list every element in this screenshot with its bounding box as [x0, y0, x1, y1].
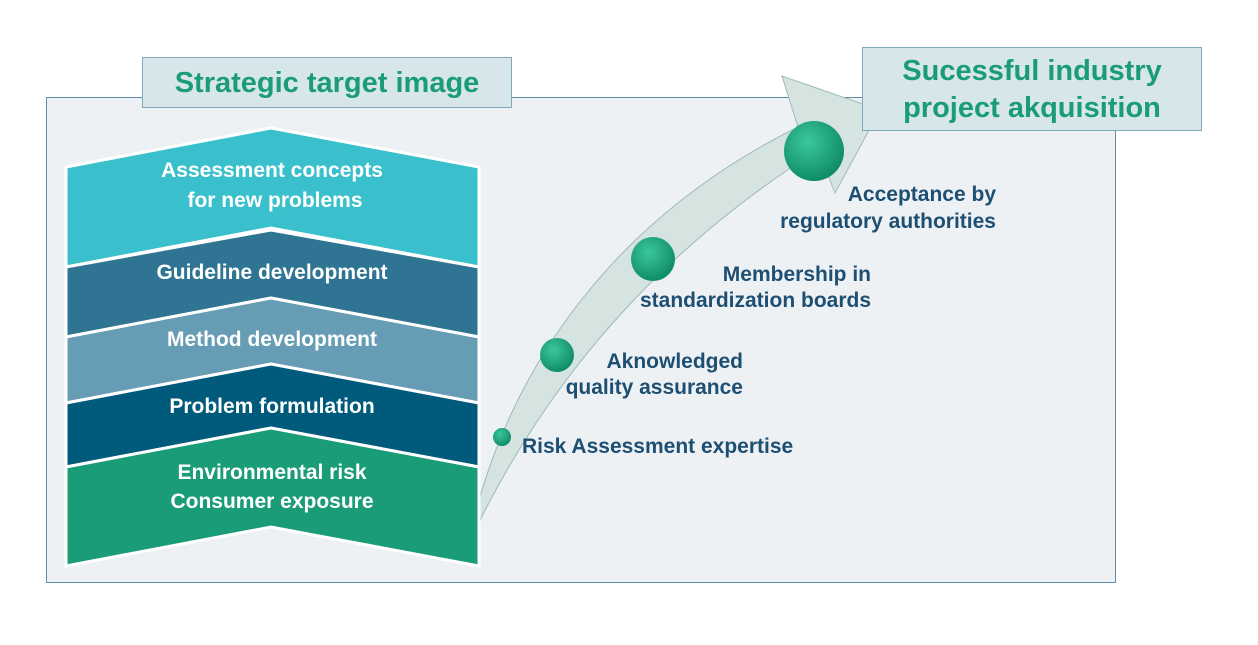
milestone-4-text-line1: Acceptance by [848, 183, 997, 206]
goal-box: Sucessful industry project akquisition [862, 47, 1202, 131]
milestone-2-text-line2: quality assurance [566, 376, 743, 399]
milestone-1-text: Risk Assessment expertise [522, 435, 793, 458]
milestone-dot-1 [493, 428, 511, 446]
layer-5-text-line1: Environmental risk [177, 461, 366, 484]
layer-1-text-line1: Assessment concepts [161, 159, 383, 182]
layer-3-text: Method development [167, 328, 377, 351]
layer-stack [64, 126, 481, 568]
milestone-3-text-line1: Membership in [723, 263, 871, 286]
milestone-dot-3 [631, 237, 675, 281]
strategic-target-title: Strategic target image [142, 57, 512, 108]
milestone-dot-2 [540, 338, 574, 372]
milestone-4-text-line2: regulatory authorities [780, 210, 996, 233]
goal-line-1: Sucessful industry [902, 55, 1162, 87]
layer-2-text: Guideline development [156, 261, 387, 284]
layer-environmental-risk [64, 426, 481, 568]
layer-1-text-line2: for new problems [187, 189, 362, 212]
milestone-dot-4 [784, 121, 844, 181]
milestone-2-text-line1: Aknowledged [606, 350, 743, 373]
layer-4-text: Problem formulation [169, 395, 374, 418]
layer-5-text-line2: Consumer exposure [170, 490, 373, 513]
milestone-3-text-line2: standardization boards [640, 289, 871, 312]
goal-line-2: project akquisition [903, 92, 1161, 124]
